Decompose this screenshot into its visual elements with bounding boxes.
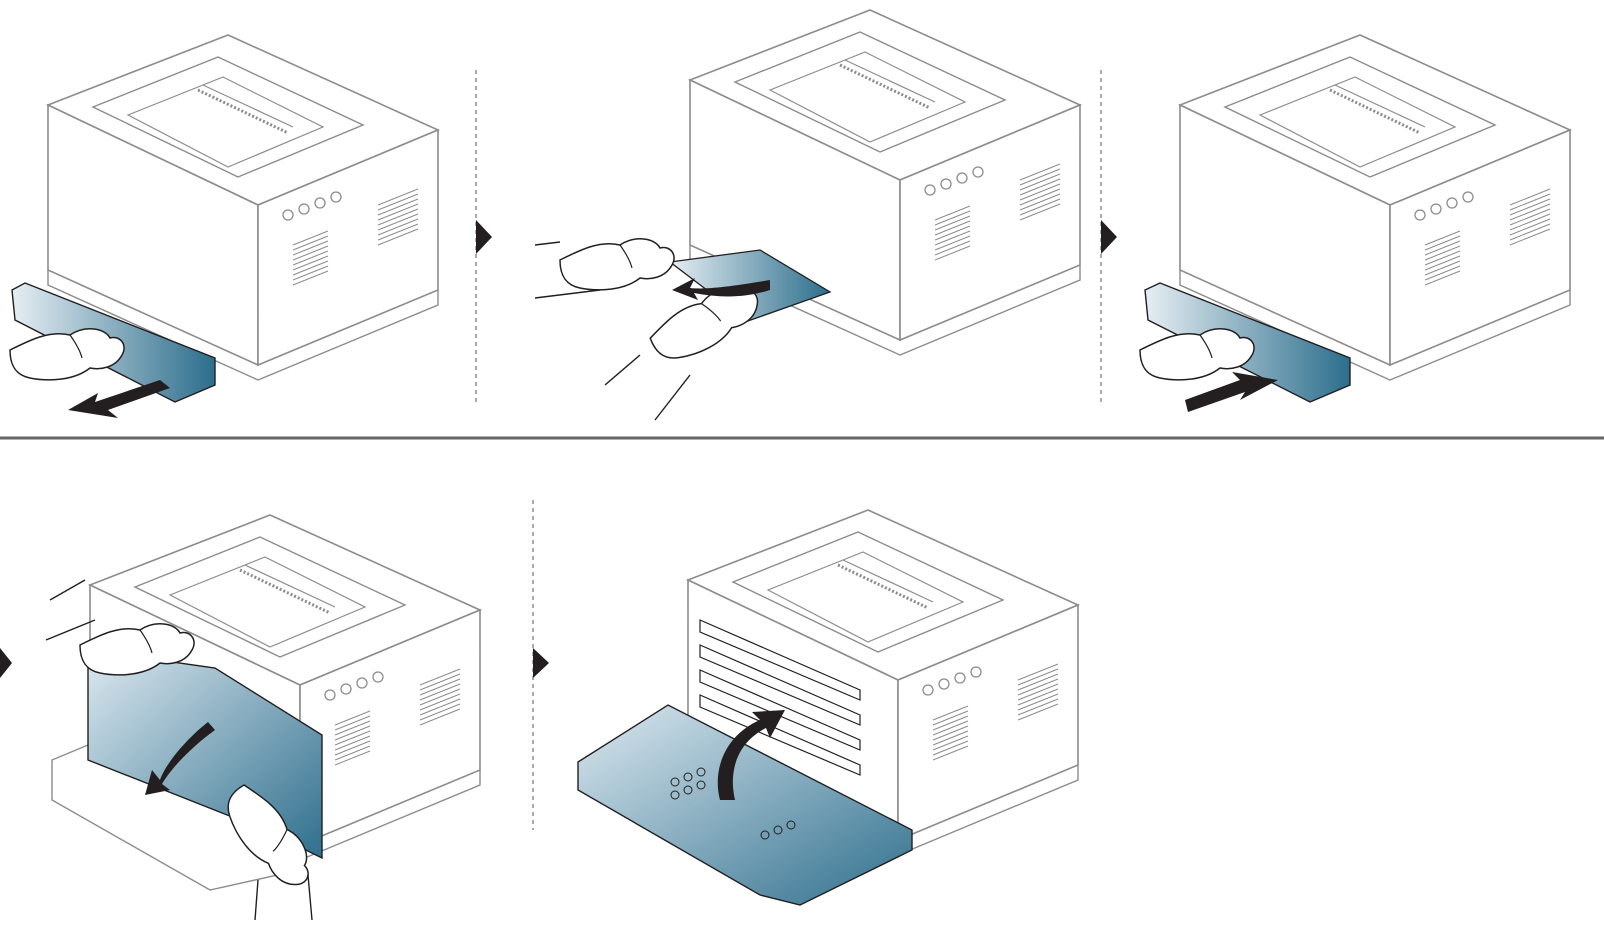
step-arrow-icon [0,648,12,678]
panel-2-remove-paper [535,10,1080,420]
step-arrow-icon [533,648,549,678]
panel-3-insert-tray [1140,35,1570,412]
panel-4-open-cover [46,515,480,920]
direction-arrow-icon [68,380,170,418]
hand-icon [10,329,124,380]
panel-5-close-cover [578,510,1078,905]
hand-icon [1140,329,1254,380]
panel-1-pull-out-tray [10,35,438,418]
step-arrow-icon [476,220,492,254]
step-arrow-icon [1101,220,1117,254]
hand-icon [560,239,674,290]
